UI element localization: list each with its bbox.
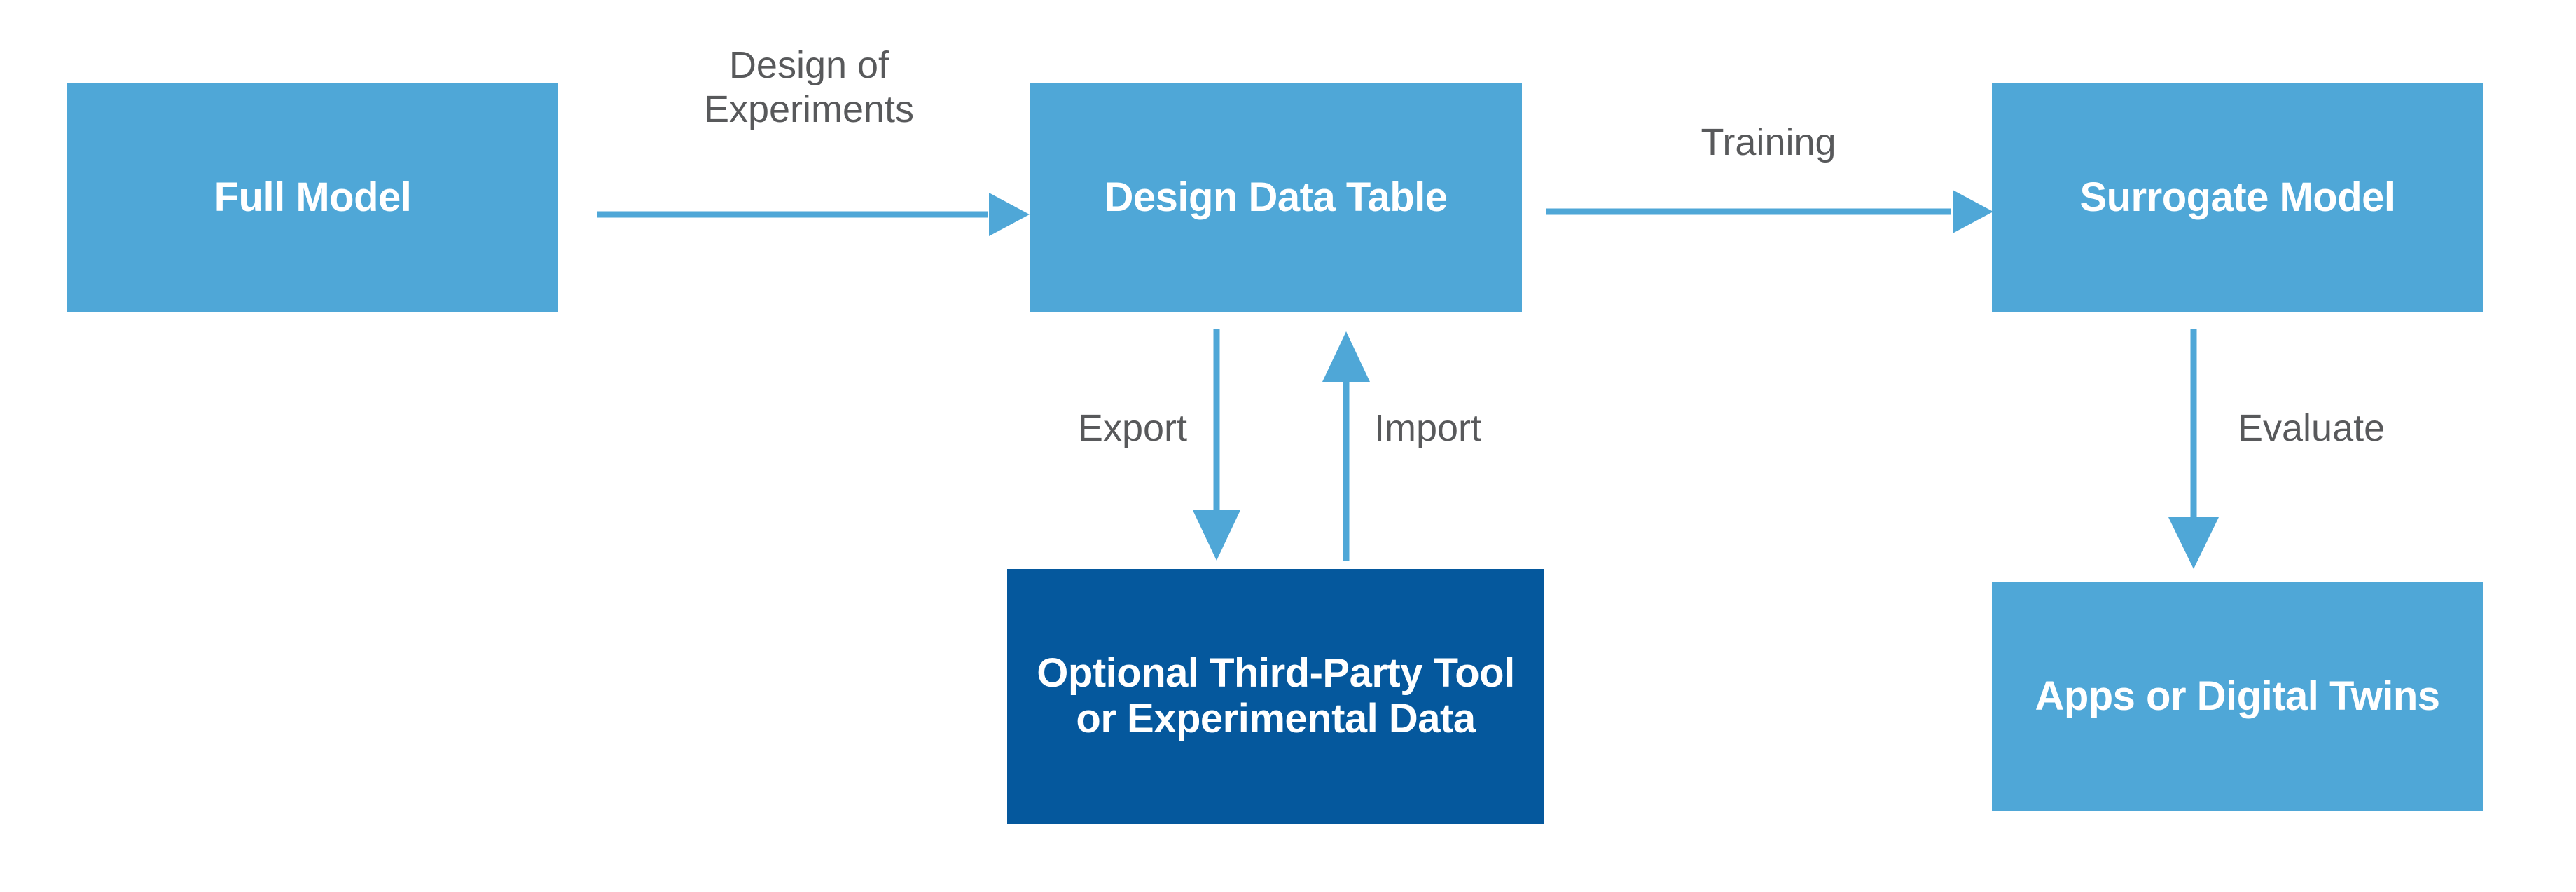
- edge-label-design-of-experiments: Design of Experiments: [703, 44, 915, 130]
- node-surrogate-model[interactable]: Surrogate Model: [1992, 83, 2483, 312]
- edge-label-evaluate: Evaluate: [2238, 407, 2385, 449]
- node-apps-or-digital-twins-label: Apps or Digital Twins: [2035, 673, 2440, 719]
- node-full-model-label: Full Model: [214, 174, 412, 220]
- node-optional-third-party-tool-label: Optional Third-Party Tool or Experimenta…: [1037, 650, 1515, 741]
- arrow-export: [1193, 329, 1240, 561]
- node-surrogate-model-label: Surrogate Model: [2079, 174, 2395, 220]
- edge-label-training: Training: [1701, 121, 1836, 163]
- node-design-data-table-label: Design Data Table: [1104, 174, 1448, 220]
- node-full-model[interactable]: Full Model: [67, 83, 558, 312]
- node-apps-or-digital-twins[interactable]: Apps or Digital Twins: [1992, 582, 2483, 811]
- edge-label-export: Export: [1077, 407, 1187, 449]
- edge-label-import: Import: [1374, 407, 1482, 449]
- node-design-data-table[interactable]: Design Data Table: [1030, 83, 1522, 312]
- node-optional-third-party-tool[interactable]: Optional Third-Party Tool or Experimenta…: [1007, 569, 1544, 824]
- arrow-design-of-experiments: [597, 193, 1030, 236]
- arrow-import: [1322, 331, 1370, 561]
- arrow-evaluate: [2168, 329, 2219, 569]
- arrow-training: [1546, 190, 1993, 233]
